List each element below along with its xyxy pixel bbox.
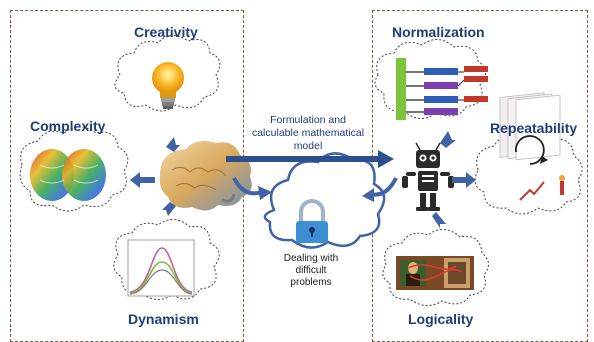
arrow-caption-line-3: model [293, 140, 323, 152]
robot-icon [402, 142, 454, 211]
main-arrow [226, 150, 394, 168]
logicality-label: Logicality [408, 311, 474, 327]
lock-icon [296, 199, 328, 243]
distribution-curve-icon [127, 239, 195, 297]
dynamism-label: Dynamism [128, 311, 199, 327]
creativity-label: Creativity [134, 24, 198, 40]
lock-caption-line-2: difficult [295, 265, 327, 276]
lock-caption-line-1: Dealing with [283, 253, 339, 264]
complexity-label: Complexity [30, 118, 106, 134]
image-sequence-icon [499, 92, 565, 201]
lightbulb-icon [152, 62, 184, 109]
flowchart-icon [396, 58, 488, 120]
arrow-caption: Formulation and calculable mathematical … [244, 114, 372, 153]
arrow-caption-line-2: calculable mathematical [251, 127, 365, 139]
colored-brain-icon [30, 149, 106, 201]
lock-caption: Dealing with difficult problems [276, 253, 346, 289]
normalization-label: Normalization [392, 24, 485, 40]
mona-lisa-icon [396, 256, 474, 290]
arrows-machine [432, 131, 476, 228]
arrow-caption-line-1: Formulation and [270, 114, 346, 126]
lock-caption-line-3: problems [290, 277, 332, 288]
arrows-human [130, 137, 180, 216]
repeatability-label: Repeatability [490, 120, 578, 136]
